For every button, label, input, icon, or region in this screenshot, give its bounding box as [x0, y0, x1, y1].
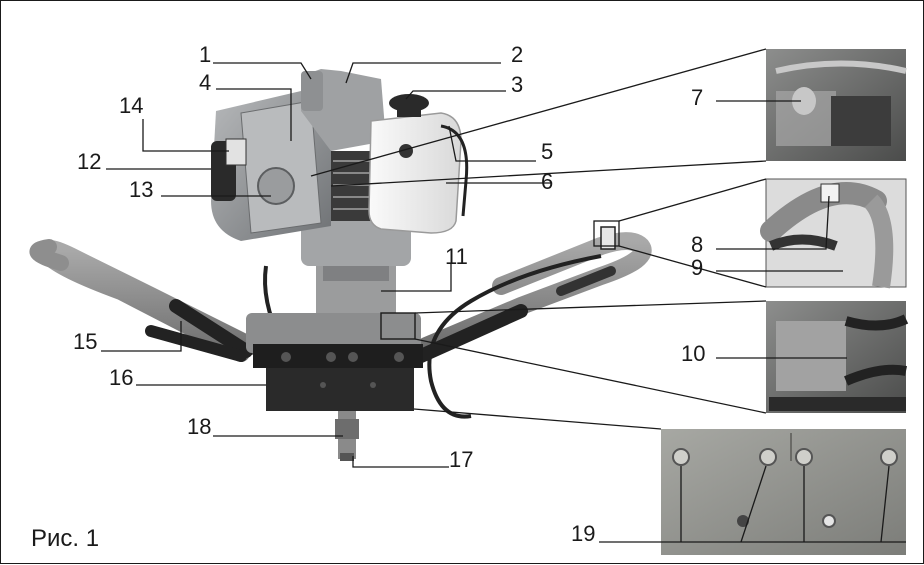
callout-numbers: 1 2 3 4 5 6 7 8 9 10 11 12 13 14 15 16 1…	[73, 42, 705, 546]
callout-7: 7	[691, 85, 703, 110]
callout-5: 5	[541, 139, 553, 164]
callout-14: 14	[119, 93, 143, 118]
callout-3: 3	[511, 72, 523, 97]
inset-photo-7	[766, 49, 907, 161]
auger-body	[29, 69, 652, 461]
inset-photo-10	[766, 301, 909, 413]
callout-18: 18	[187, 414, 211, 439]
callout-11: 11	[445, 244, 468, 269]
callout-4: 4	[199, 70, 211, 95]
callout-1: 1	[199, 42, 211, 67]
callout-2: 2	[511, 42, 523, 67]
inset-photo-8-9	[760, 178, 907, 289]
callout-13: 13	[129, 177, 153, 202]
callout-15: 15	[73, 329, 97, 354]
callout-9: 9	[691, 255, 703, 280]
callout-17: 17	[449, 447, 473, 472]
callout-10: 10	[681, 341, 705, 366]
callout-16: 16	[109, 365, 133, 390]
callout-8: 8	[691, 232, 703, 257]
callout-12: 12	[77, 149, 101, 174]
leader-lines	[101, 48, 906, 543]
inset-photo-19	[661, 429, 906, 555]
figure-caption: Рис. 1	[31, 525, 99, 552]
callout-19: 19	[571, 521, 595, 546]
callout-6: 6	[541, 169, 553, 194]
